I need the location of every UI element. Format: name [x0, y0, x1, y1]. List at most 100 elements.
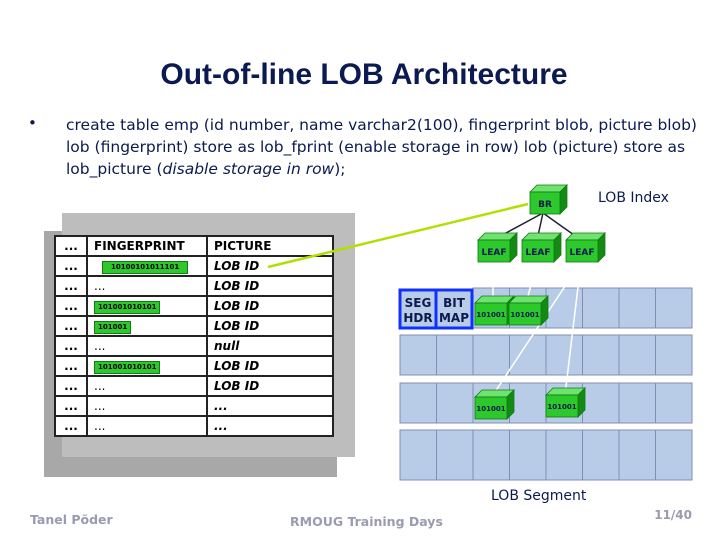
segment-block: [618, 334, 656, 376]
segment-block: [618, 429, 656, 481]
index-leaf-block: LEAF: [521, 232, 562, 263]
table-grid: ... FINGERPRINT PICTURE ... 1010010101110…: [54, 235, 334, 437]
header-cell: PICTURE: [206, 235, 334, 257]
picture-lob-cell: LOB ID: [206, 355, 334, 377]
index-blocks: BR LEAF LEAF LEAF: [477, 184, 606, 263]
segment-block: [399, 429, 437, 481]
inline-lob-bits: 10100101011101: [102, 261, 189, 274]
row-ellipsis-cell: ...: [54, 415, 88, 437]
segment-block: [545, 334, 583, 376]
fingerprint-cell: ...: [86, 415, 208, 437]
footer-event: RMOUG Training Days: [290, 514, 443, 529]
fingerprint-cell: ...: [86, 275, 208, 297]
chunk-blocks: 101001 101001 101001 101001: [474, 295, 586, 420]
picture-lob-cell: null: [206, 335, 334, 357]
lob-chunk-block: 101001: [474, 295, 515, 326]
fingerprint-cell: 101001: [86, 315, 208, 337]
picture-lob-cell: ...: [206, 415, 334, 437]
header-cell: FINGERPRINT: [86, 235, 208, 257]
index-leaf-label: LEAF: [570, 248, 595, 258]
table-row: .........: [54, 395, 334, 417]
page-number: 11/40: [654, 508, 692, 522]
header-cell: ...: [54, 235, 88, 257]
fingerprint-ellipsis: ...: [94, 399, 106, 413]
lob-chunk-label: 101001: [510, 311, 539, 319]
sql-part-2: );: [334, 160, 346, 178]
picture-lob-cell: ...: [206, 395, 334, 417]
segment-block: [545, 429, 583, 481]
segment-block: [436, 334, 474, 376]
fingerprint-cell: 101001010101: [86, 355, 208, 377]
table-header-row: ... FINGERPRINT PICTURE: [54, 235, 334, 257]
row-ellipsis-cell: ...: [54, 255, 88, 277]
segment-header-block: SEG HDR: [398, 288, 438, 330]
index-leaf-block: LEAF: [477, 232, 518, 263]
row-ellipsis-cell: ...: [54, 375, 88, 397]
table-row: ...... LOB ID: [54, 375, 334, 397]
row-ellipsis-cell: ...: [54, 395, 88, 417]
lob-segment-label: LOB Segment: [491, 488, 587, 504]
bullet-marker: •: [28, 114, 37, 132]
segment-block: [472, 334, 510, 376]
table-row: ...... LOB ID: [54, 275, 334, 297]
index-root-block: BR: [529, 184, 568, 215]
seg-hdr-line1: SEG: [405, 296, 432, 310]
inline-lob-bits: 101001010101: [94, 301, 161, 314]
fingerprint-ellipsis: ...: [94, 339, 106, 353]
sql-statement: create table emp (id number, name varcha…: [66, 114, 706, 180]
row-ellipsis-cell: ...: [54, 275, 88, 297]
fingerprint-cell: ...: [86, 335, 208, 357]
segment-block: [582, 334, 620, 376]
bitmap-line2: MAP: [439, 311, 469, 325]
picture-lob-cell: LOB ID: [206, 375, 334, 397]
segment-block: [618, 287, 656, 329]
index-root-label: BR: [538, 200, 552, 210]
row-ellipsis-cell: ...: [54, 315, 88, 337]
row-ellipsis-cell: ...: [54, 295, 88, 317]
fingerprint-ellipsis: ...: [94, 379, 106, 393]
segment-block: [582, 429, 620, 481]
lob-chunk-block: 101001: [474, 389, 515, 420]
lob-chunk-label: 101001: [547, 403, 576, 411]
bitmap-block: BIT MAP: [434, 288, 474, 330]
segment-block: [399, 334, 437, 376]
segment-block: [436, 382, 474, 424]
fingerprint-cell: 10100101011101: [86, 255, 208, 277]
lob-chunk-label: 101001: [476, 405, 505, 413]
picture-lob-cell: LOB ID: [206, 315, 334, 337]
segment-block: [618, 382, 656, 424]
segment-block: [472, 429, 510, 481]
index-leaf-label: LEAF: [526, 248, 551, 258]
segment-block: [655, 287, 693, 329]
table-row: ......null: [54, 335, 334, 357]
segment-block: [509, 334, 547, 376]
segment-block: [655, 429, 693, 481]
lob-chunk-block: 101001: [508, 295, 549, 326]
fingerprint-ellipsis: ...: [94, 279, 106, 293]
lob-chunk-label: 101001: [476, 311, 505, 319]
slide-title: Out-of-line LOB Architecture: [160, 58, 568, 91]
fingerprint-cell: ...: [86, 375, 208, 397]
lob-index-label: LOB Index: [598, 190, 669, 206]
segment-block: [399, 382, 437, 424]
segment-block: [655, 334, 693, 376]
index-leaf-label: LEAF: [482, 248, 507, 258]
segment-block: [582, 287, 620, 329]
seg-hdr-line2: HDR: [403, 311, 432, 325]
index-leaf-block: LEAF: [565, 232, 606, 263]
emp-table: ... FINGERPRINT PICTURE ... 1010010101110…: [44, 213, 355, 477]
fingerprint-cell: ...: [86, 395, 208, 417]
bitmap-line1: BIT: [443, 296, 466, 310]
footer-author: Tanel Põder: [30, 512, 113, 527]
segment-block: [655, 382, 693, 424]
lob-id-link-line: [267, 202, 529, 269]
picture-lob-cell: LOB ID: [206, 275, 334, 297]
sql-part-1: create table emp (id number, name varcha…: [66, 116, 697, 178]
sql-italic: disable storage in row: [162, 160, 335, 178]
lob-chunk-block: 101001: [545, 387, 586, 418]
segment-block: [509, 429, 547, 481]
fingerprint-cell: 101001010101: [86, 295, 208, 317]
fingerprint-ellipsis: ...: [94, 419, 106, 433]
